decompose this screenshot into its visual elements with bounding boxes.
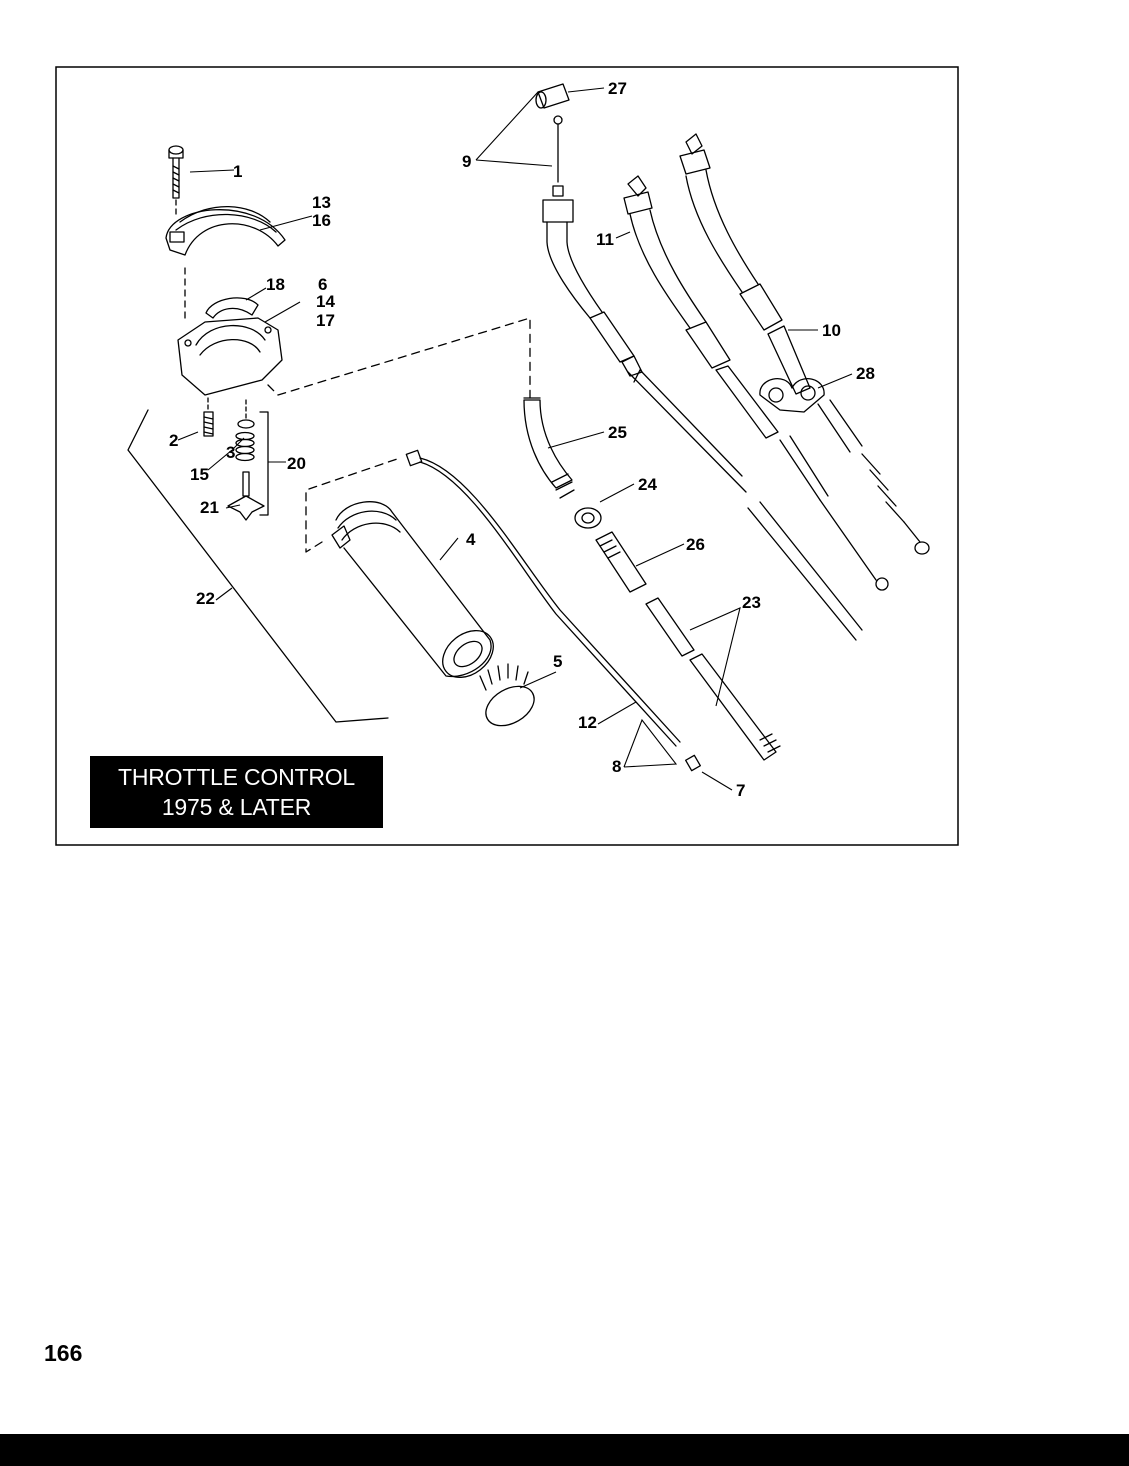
screw-part-1 bbox=[168, 145, 184, 216]
cable-part-11 bbox=[623, 175, 889, 641]
callout-1: 1 bbox=[233, 162, 242, 181]
washer-part-3 bbox=[237, 419, 255, 429]
end-cap-part-5 bbox=[479, 663, 535, 727]
callout-14: 14 bbox=[316, 292, 335, 311]
callout-10: 10 bbox=[822, 321, 841, 340]
inner-wire-part-12 bbox=[405, 449, 681, 747]
spring-part-15 bbox=[235, 431, 255, 462]
callout-20: 20 bbox=[287, 454, 306, 473]
sleeve-part-27 bbox=[535, 83, 570, 109]
callout-3: 3 bbox=[226, 443, 235, 462]
callout-2: 2 bbox=[169, 431, 178, 450]
callout-18: 18 bbox=[266, 275, 285, 294]
callout-21: 21 bbox=[200, 498, 219, 517]
fitting-part-26 bbox=[595, 531, 647, 593]
title-line-1: THROTTLE CONTROL bbox=[117, 764, 356, 790]
grip-sleeve-part-4 bbox=[331, 501, 494, 679]
page-number: 166 bbox=[44, 1340, 83, 1366]
leader-lines bbox=[177, 87, 853, 791]
cable-part-9 bbox=[542, 115, 747, 493]
diagram-title-box: THROTTLE CONTROL 1975 & LATER bbox=[90, 756, 383, 828]
bottom-black-bar bbox=[0, 1434, 1129, 1466]
title-line-2: 1975 & LATER bbox=[161, 794, 312, 820]
set-screw-part-2 bbox=[203, 397, 214, 437]
adjusting-screw-part-21 bbox=[227, 471, 265, 521]
upper-housing-part-13-16 bbox=[165, 206, 286, 256]
cable-elbow-part-25 bbox=[523, 397, 575, 499]
nut-part-24 bbox=[574, 507, 602, 529]
callout-5: 5 bbox=[553, 652, 562, 671]
cable-part-10 bbox=[679, 133, 930, 555]
callout-7: 7 bbox=[736, 781, 745, 800]
ferrule-part-18 bbox=[205, 297, 259, 319]
callout-17: 17 bbox=[316, 311, 335, 330]
callout-15: 15 bbox=[190, 465, 209, 484]
callout-23: 23 bbox=[742, 593, 761, 612]
callout-9: 9 bbox=[462, 152, 471, 171]
callout-27: 27 bbox=[608, 79, 627, 98]
diagram-frame bbox=[55, 66, 959, 846]
clip-part-28 bbox=[759, 378, 825, 413]
callout-25: 25 bbox=[608, 423, 627, 442]
callout-24: 24 bbox=[638, 475, 657, 494]
callout-11: 11 bbox=[596, 230, 614, 249]
callout-16: 16 bbox=[312, 211, 331, 230]
ball-part-7 bbox=[685, 754, 701, 772]
lower-housing-part-6-14-17 bbox=[177, 267, 283, 396]
callout-4: 4 bbox=[466, 530, 476, 549]
cable-housing-part-23 bbox=[645, 597, 781, 761]
callout-22: 22 bbox=[196, 589, 215, 608]
callout-28: 28 bbox=[856, 364, 875, 383]
callout-8: 8 bbox=[612, 757, 621, 776]
callout-26: 26 bbox=[686, 535, 705, 554]
callout-6: 6 bbox=[318, 275, 327, 294]
callout-13: 13 bbox=[312, 193, 331, 212]
callout-12: 12 bbox=[578, 713, 597, 732]
